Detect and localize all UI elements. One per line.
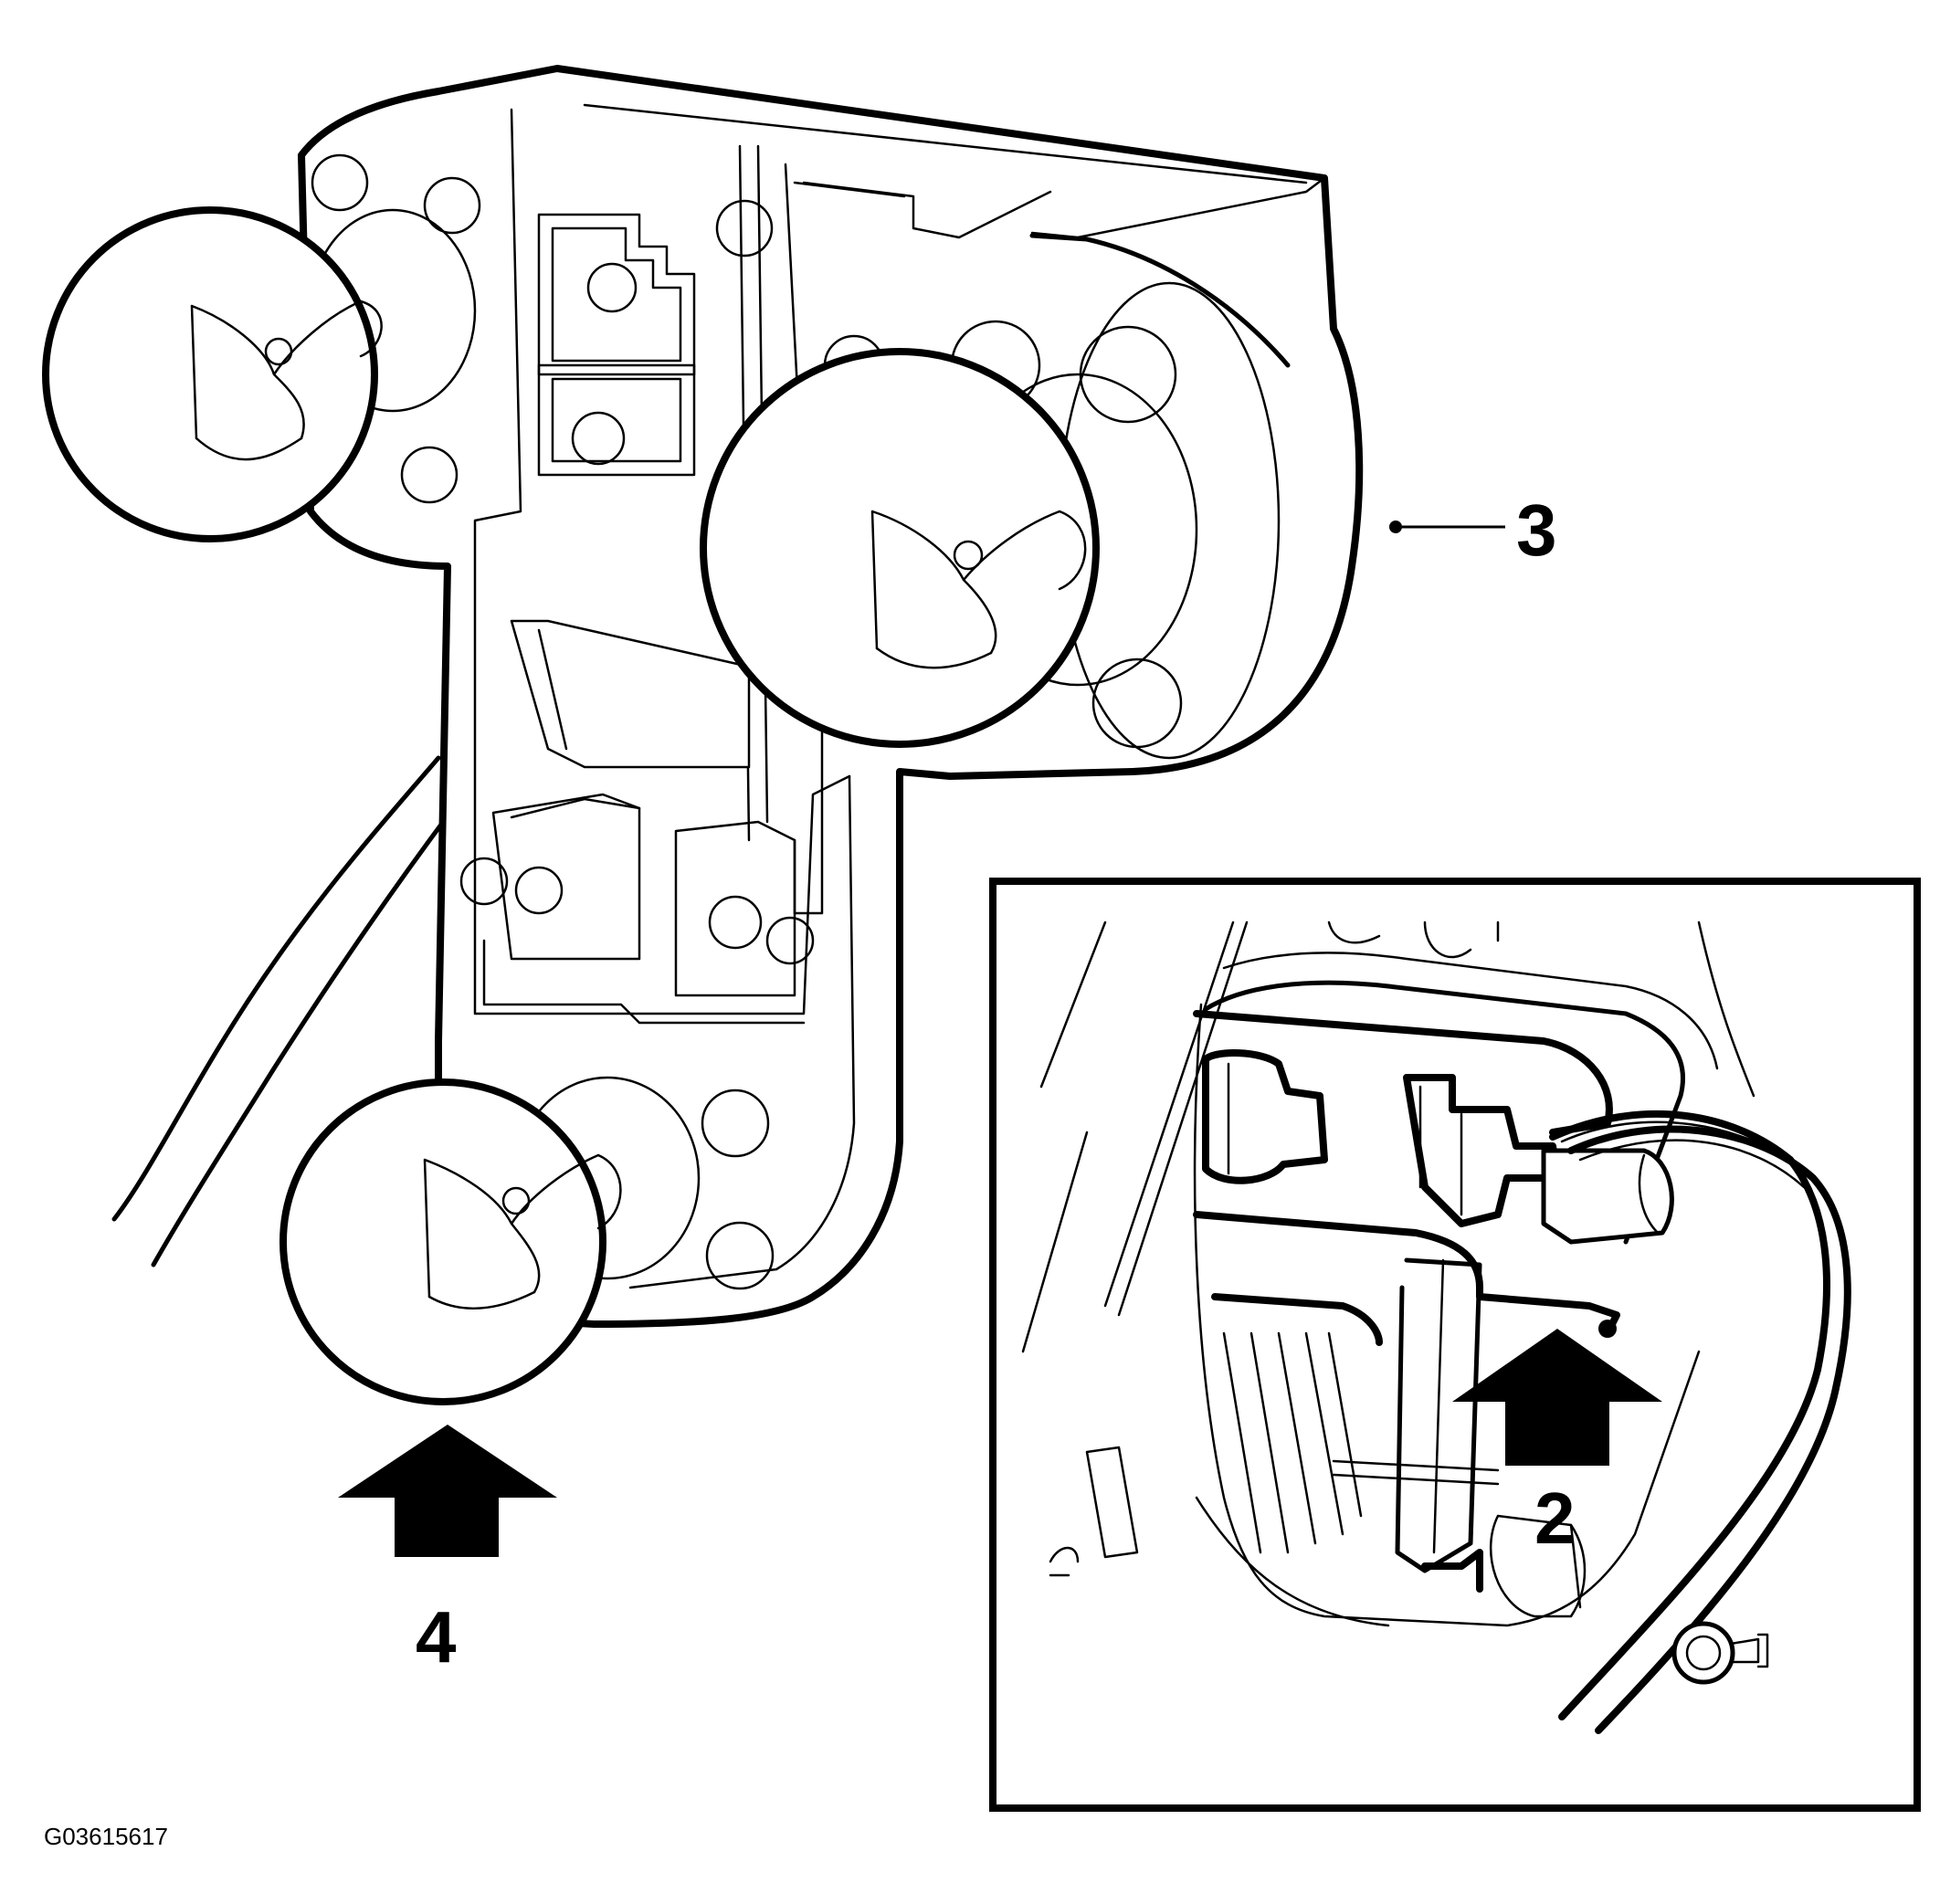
callout-label-2: 2 (1534, 1478, 1576, 1559)
inset-wire-harness (1549, 1110, 1830, 1720)
bulb-center (700, 348, 1100, 748)
arrow-up-icon-inset (1452, 1329, 1662, 1466)
holder-plate-face (473, 108, 851, 1015)
inset-bolt (1671, 1621, 1769, 1685)
callout-label-4: 4 (416, 1596, 457, 1678)
center-block (510, 619, 751, 769)
figure-id: G03615617 (44, 1823, 168, 1850)
lamp-opening (1203, 980, 1685, 1245)
bulb-holder-assembly (42, 65, 1364, 1405)
callout-label-3: 3 (1516, 489, 1557, 571)
callout-4: 4 (338, 1425, 557, 1678)
wire-harness-left (111, 755, 441, 1222)
arrow-up-icon (338, 1425, 557, 1557)
callout-3: 3 (1389, 489, 1557, 571)
bulb-top-left (42, 206, 383, 542)
leader-dot-3 (1389, 521, 1402, 533)
bulb-bottom (279, 1078, 622, 1405)
inset-detail-view: 2 (989, 878, 1921, 1812)
inset-frame (989, 878, 1921, 1812)
